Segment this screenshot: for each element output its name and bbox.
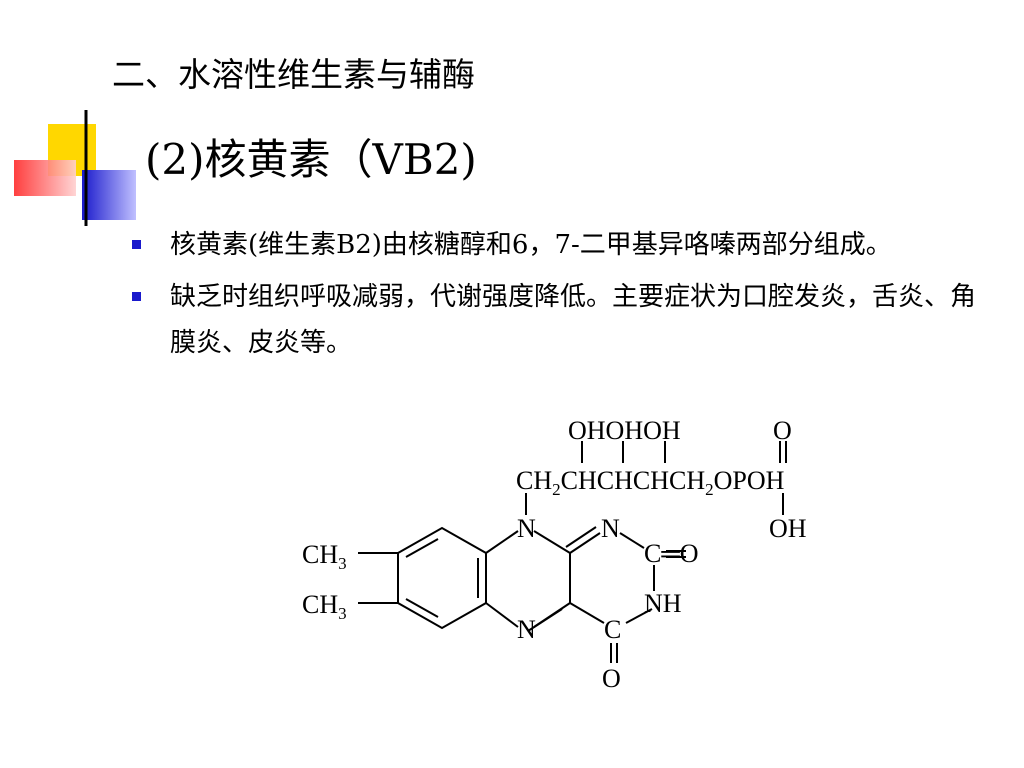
side-chain: CH2CHCHCHCH2OPOH: [516, 466, 785, 499]
bullet-text: 核黄素(维生素B2)由核糖醇和6，7-二甲基异咯嗪两部分组成。: [170, 230, 892, 260]
square-bullet-icon: [132, 292, 141, 301]
carbonyl-c4: C: [604, 615, 621, 644]
riboflavin-structure: OHOHOH O CH2CHCHCHCH2OPOH OH CH3 CH3 N N…: [302, 416, 807, 693]
phosphate-hydroxyl: OH: [769, 514, 807, 543]
bullet-item: 缺乏时组织呼吸减弱，代谢强度降低。主要症状为口腔发炎，舌炎、角膜炎、皮炎等。: [132, 274, 992, 366]
nitrogen-n10: N: [517, 514, 536, 543]
bullet-list: 核黄素(维生素B2)由核糖醇和6，7-二甲基异咯嗪两部分组成。 缺乏时组织呼吸减…: [132, 222, 992, 372]
nitrogen-n1: N: [601, 514, 620, 543]
blue-square: [82, 170, 136, 220]
section-title: 二、水溶性维生素与辅酶: [112, 55, 475, 94]
title-decoration: [14, 110, 1010, 226]
hydroxyl-groups: OHOHOH: [568, 416, 681, 445]
square-bullet-icon: [132, 240, 141, 249]
carbonyl-c2: C═O: [644, 539, 699, 568]
bullet-text: 缺乏时组织呼吸减弱，代谢强度降低。主要症状为口腔发炎，舌炎、角膜炎、皮炎等。: [170, 282, 977, 358]
red-square: [14, 160, 76, 196]
methyl-group-top: CH3: [302, 540, 347, 573]
nitrogen-n5: N: [517, 615, 536, 644]
carbonyl-oxygen: O: [602, 664, 621, 693]
benzene-ring: [397, 526, 487, 630]
methyl-group-bottom: CH3: [302, 590, 347, 623]
slide-title: (2)核黄素（VB2): [145, 135, 477, 184]
phosphate-oxygen: O: [773, 416, 792, 445]
nh-group: NH: [644, 589, 682, 618]
bullet-item: 核黄素(维生素B2)由核糖醇和6，7-二甲基异咯嗪两部分组成。: [132, 222, 992, 268]
